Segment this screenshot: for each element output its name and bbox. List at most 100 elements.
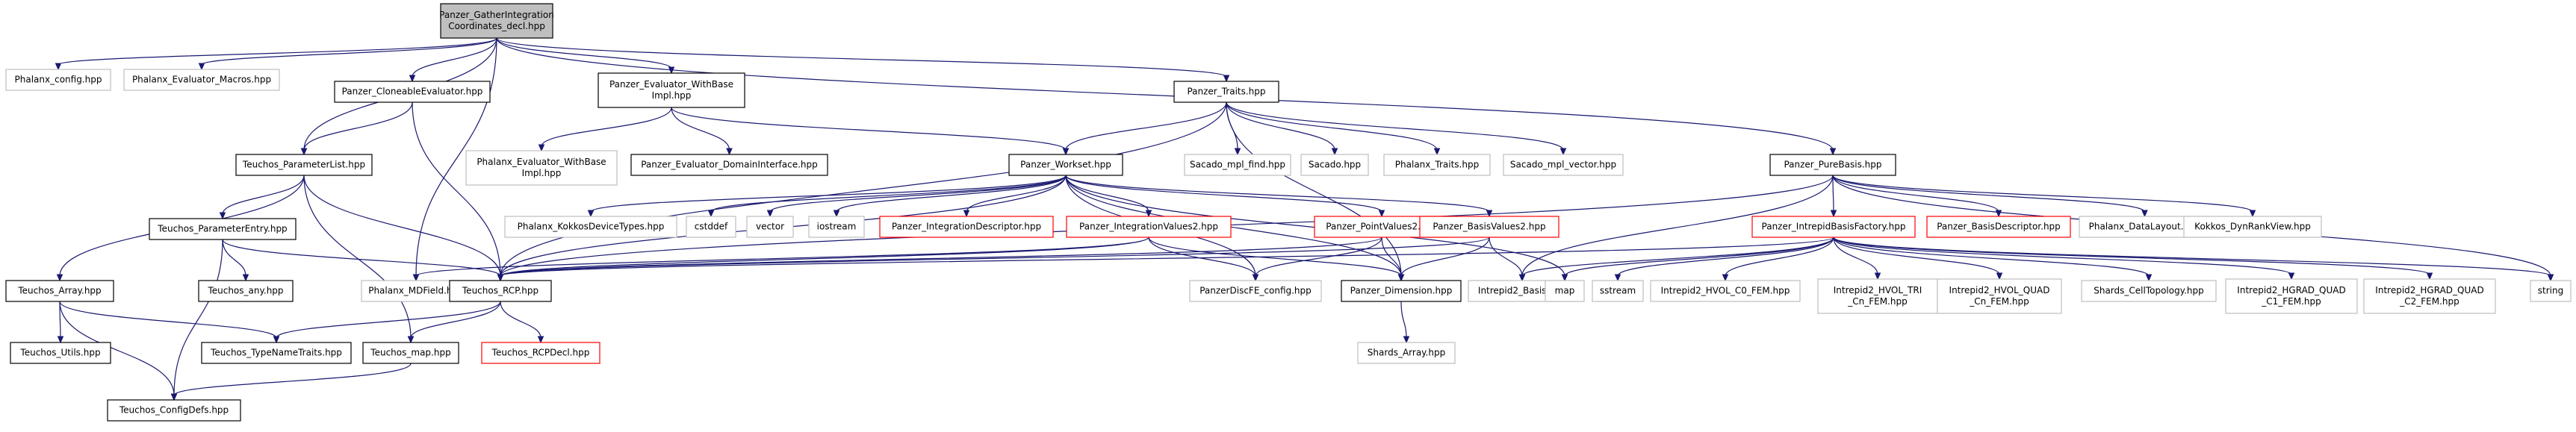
node-sstream: sstream	[1592, 280, 1644, 302]
node-label: Phalanx_Traits.hpp	[1395, 160, 1479, 170]
edge-workset-to-iostream	[833, 175, 1067, 218]
edge-teuchos_parameterlist-to-teuchos_rcp	[303, 175, 504, 282]
edge-integration_values2-to-panzer_dimension	[1148, 237, 1405, 282]
node-intrepid2-hvol-c0: Intrepid2_HVOL_C0_FEM.hpp	[1650, 280, 1801, 302]
edge-basis_values2-to-intrepid2_basis	[1489, 237, 1526, 282]
node-integration-values2[interactable]: Panzer_IntegrationValues2.hpp	[1066, 216, 1232, 238]
edge-teuchos_rcp-to-teuchos_rcpdecl	[500, 301, 544, 344]
edge-workset-to-integration_descriptor	[963, 175, 1067, 218]
node-teuchos-parameterlist[interactable]: Teuchos_ParameterList.hpp	[235, 154, 373, 176]
node-label: vector	[756, 222, 784, 232]
node-teuchos-configdefs[interactable]: Teuchos_ConfigDefs.hpp	[107, 399, 241, 422]
edge-panzer_dimension-to-shards_array	[1400, 301, 1410, 344]
node-phalanx-config: Phalanx_config.hpp	[5, 69, 111, 91]
node-panzer-dimension[interactable]: Panzer_Dimension.hpp	[1341, 280, 1462, 302]
node-teuchos-rcp[interactable]: Teuchos_RCP.hpp	[449, 280, 552, 302]
node-label: Teuchos_ConfigDefs.hpp	[119, 405, 229, 416]
edge-root-to-phalanx_evaluator_macros	[198, 37, 497, 71]
edge-evaluator_withbase_impl-to-evaluator_domaininterface	[671, 107, 733, 156]
edge-basis_values2-to-teuchos_rcp	[497, 237, 1490, 282]
node-label: Phalanx_config.hpp	[15, 75, 102, 85]
node-label: _C1_FEM.hpp	[2261, 296, 2321, 307]
edge-intrepid_basis_factory-to-sstream	[1614, 237, 1834, 282]
node-label: Shards_CellTopology.hpp	[2094, 286, 2204, 296]
node-map-a: map	[1545, 280, 1585, 302]
node-teuchos-array[interactable]: Teuchos_Array.hpp	[5, 280, 114, 302]
node-panzer-traits[interactable]: Panzer_Traits.hpp	[1173, 81, 1279, 103]
node-sacado-mpl-vector: Sacado_mpl_vector.hpp	[1503, 154, 1624, 176]
node-label: Teuchos_Array.hpp	[17, 286, 101, 296]
edge-point_values2-to-panzerdiscfe_config	[1252, 237, 1382, 282]
node-basis-descriptor[interactable]: Panzer_BasisDescriptor.hpp	[1926, 216, 2071, 238]
node-integration-descriptor[interactable]: Panzer_IntegrationDescriptor.hpp	[879, 216, 1054, 238]
node-intrepid2-hvol-quad: Intrepid2_HVOL_QUAD_Cn_FEM.hpp	[1937, 278, 2062, 314]
node-intrepid-basis-factory[interactable]: Panzer_IntrepidBasisFactory.hpp	[1751, 216, 1916, 238]
node-label: cstddef	[695, 222, 728, 232]
node-label: Teuchos_ParameterList.hpp	[242, 160, 365, 170]
edge-intrepid_basis_factory-to-map_a	[1561, 237, 1834, 282]
node-label: string	[2538, 286, 2563, 296]
node-label: Shards_Array.hpp	[1368, 348, 1445, 358]
edge-panzer_traits-to-panzer_dimension	[1226, 101, 1405, 282]
node-workset[interactable]: Panzer_Workset.hpp	[1008, 154, 1123, 176]
edge-workset-to-point_values2	[1065, 175, 1385, 218]
node-intrepid2-hgrad-quad-c2: Intrepid2_HGRAD_QUAD_C2_FEM.hpp	[2363, 278, 2496, 314]
node-label: Panzer_GatherIntegration	[439, 10, 554, 20]
node-label: Sacado_mpl_vector.hpp	[1510, 160, 1616, 170]
node-teuchos-map[interactable]: Teuchos_map.hpp	[362, 342, 459, 364]
edge-evaluator_withbase_impl-to-phx_evaluator_withbase_impl	[538, 107, 672, 152]
node-label: Intrepid2_Basis.hpp	[1478, 286, 1566, 296]
node-label: _Cn_FEM.hpp	[1847, 296, 1907, 307]
node-cloneable-evaluator[interactable]: Panzer_CloneableEvaluator.hpp	[334, 81, 491, 103]
node-label: Teuchos_ParameterEntry.hpp	[157, 224, 287, 234]
node-label: Panzer_IntegrationValues2.hpp	[1079, 222, 1218, 232]
edge-cloneable_evaluator-to-teuchos_parameterlist	[300, 101, 413, 156]
node-evaluator-domaininterface[interactable]: Panzer_Evaluator_DomainInterface.hpp	[630, 154, 828, 176]
edge-intrepid_basis_factory-to-intrepid2_hvol_c0	[1722, 237, 1834, 282]
node-label: Phalanx_DataLayout.hpp	[2089, 222, 2201, 232]
edge-panzer_traits-to-sacado_mpl_vector	[1226, 101, 1567, 156]
node-phalanx-evaluator-macros: Phalanx_Evaluator_Macros.hpp	[123, 69, 280, 91]
edge-intrepid_basis_factory-to-shards_celltopology	[1833, 237, 2153, 282]
edge-panzer_traits-to-sacado	[1226, 101, 1338, 156]
node-cstddef: cstddef	[686, 216, 736, 238]
node-label: Intrepid2_HVOL_C0_FEM.hpp	[1661, 286, 1790, 296]
node-label: PanzerDiscFE_config.hpp	[1199, 286, 1312, 296]
node-label: Kokkos_DynRankView.hpp	[2194, 222, 2311, 232]
node-intrepid2-hvol-tri: Intrepid2_HVOL_TRI_Cn_FEM.hpp	[1817, 278, 1938, 314]
node-pure-basis[interactable]: Panzer_PureBasis.hpp	[1769, 154, 1896, 176]
edge-cloneable_evaluator-to-teuchos_rcp	[412, 101, 504, 282]
node-teuchos-rcpdecl[interactable]: Teuchos_RCPDecl.hpp	[481, 342, 600, 364]
node-label: Coordinates_decl.hpp	[448, 21, 545, 31]
edge-intrepid_basis_factory-to-teuchos_rcp	[497, 237, 1834, 282]
node-label: Sacado_mpl_find.hpp	[1190, 160, 1285, 170]
node-label: Teuchos_RCP.hpp	[462, 286, 539, 296]
node-label: iostream	[817, 222, 857, 232]
edge-teuchos_parameterlist-to-teuchos_parameterentry	[219, 175, 305, 220]
edge-intrepid_basis_factory-to-intrepid2_hvol_tri	[1833, 237, 1881, 281]
edge-pure_basis-to-kokkos_dynrankview	[1832, 175, 2256, 218]
node-basis-values2[interactable]: Panzer_BasisValues2.hpp	[1419, 216, 1559, 238]
node-intrepid2-hgrad-quad-c1: Intrepid2_HGRAD_QUAD_C1_FEM.hpp	[2225, 278, 2358, 314]
node-label: Phalanx_KokkosDeviceTypes.hpp	[518, 222, 665, 232]
edge-teuchos_rcp-to-teuchos_typenametraits	[273, 301, 501, 344]
node-root[interactable]: Panzer_GatherIntegrationCoordinates_decl…	[439, 3, 554, 39]
edge-intrepid_basis_factory-to-intrepid2_hgrad_quad_c1	[1833, 237, 2295, 281]
node-label: Panzer_BasisDescriptor.hpp	[1937, 222, 2061, 232]
edge-teuchos_rcp-to-teuchos_map	[407, 301, 501, 344]
edge-intrepid_basis_factory-to-string	[1833, 237, 2554, 282]
node-teuchos-typenametraits[interactable]: Teuchos_TypeNameTraits.hpp	[201, 342, 352, 364]
node-label: Panzer_PureBasis.hpp	[1784, 160, 1881, 170]
node-teuchos-any[interactable]: Teuchos_any.hpp	[198, 280, 294, 302]
edge-basis_values2-to-panzer_dimension	[1397, 237, 1490, 282]
node-teuchos-utils[interactable]: Teuchos_Utils.hpp	[10, 342, 111, 364]
node-string: string	[2530, 280, 2572, 302]
edge-workset-to-vector	[766, 175, 1067, 218]
node-teuchos-parameterentry[interactable]: Teuchos_ParameterEntry.hpp	[149, 218, 297, 240]
node-sacado: Sacado.hpp	[1300, 154, 1369, 176]
node-label: _C2_FEM.hpp	[2399, 296, 2459, 307]
node-label: Intrepid2_HGRAD_QUAD	[2375, 285, 2483, 295]
node-label: Panzer_Traits.hpp	[1187, 87, 1265, 97]
